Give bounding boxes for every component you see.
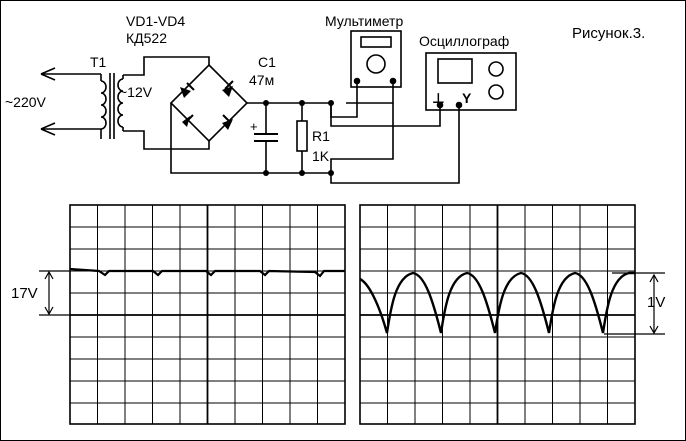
meter-wiring bbox=[330, 81, 460, 184]
resistor-value: 1K bbox=[312, 148, 330, 164]
oscilloscope-label: Осциллограф bbox=[419, 33, 509, 49]
left-amplitude-marker bbox=[39, 270, 70, 316]
junction-dots bbox=[263, 100, 334, 176]
scope-ground-symbol: ⊥ bbox=[432, 90, 445, 106]
left-amplitude-label: 17V bbox=[11, 285, 38, 302]
mains-input-arrows bbox=[40, 67, 101, 136]
transformer-t1 bbox=[100, 73, 124, 139]
capacitor-label: C1 bbox=[258, 54, 276, 70]
right-oscillogram: 1V bbox=[359, 204, 665, 425]
secondary-wiring bbox=[123, 56, 210, 150]
multimeter-label: Мультиметр bbox=[325, 13, 403, 29]
diodes-type-label: КД522 bbox=[126, 30, 167, 46]
left-oscillogram-grid bbox=[69, 204, 346, 425]
capacitor-c1 bbox=[254, 103, 278, 173]
scope-y-symbol: Y bbox=[462, 90, 472, 106]
mains-voltage-label: ~220V bbox=[5, 94, 47, 110]
capacitor-plus-sign: + bbox=[250, 119, 258, 134]
right-waveform-trace bbox=[359, 271, 635, 334]
right-oscillogram-grid bbox=[359, 204, 636, 425]
right-amplitude-label: 1V bbox=[647, 294, 665, 311]
left-waveform-trace bbox=[69, 267, 345, 278]
right-amplitude-marker bbox=[604, 272, 665, 335]
figure-label: Рисунок.3. bbox=[572, 25, 645, 42]
resistor-r1 bbox=[296, 103, 308, 173]
diodes-label: VD1-VD4 bbox=[126, 13, 185, 29]
transformer-label: T1 bbox=[90, 54, 107, 70]
capacitor-value: 47м bbox=[249, 72, 274, 88]
left-oscillogram: 17V bbox=[11, 204, 346, 425]
resistor-label: R1 bbox=[312, 128, 330, 144]
circuit-diagram bbox=[40, 30, 517, 184]
multimeter bbox=[350, 30, 402, 88]
secondary-voltage-label: ~12V bbox=[119, 84, 153, 100]
diode-bridge-vd1-vd4 bbox=[169, 63, 266, 174]
